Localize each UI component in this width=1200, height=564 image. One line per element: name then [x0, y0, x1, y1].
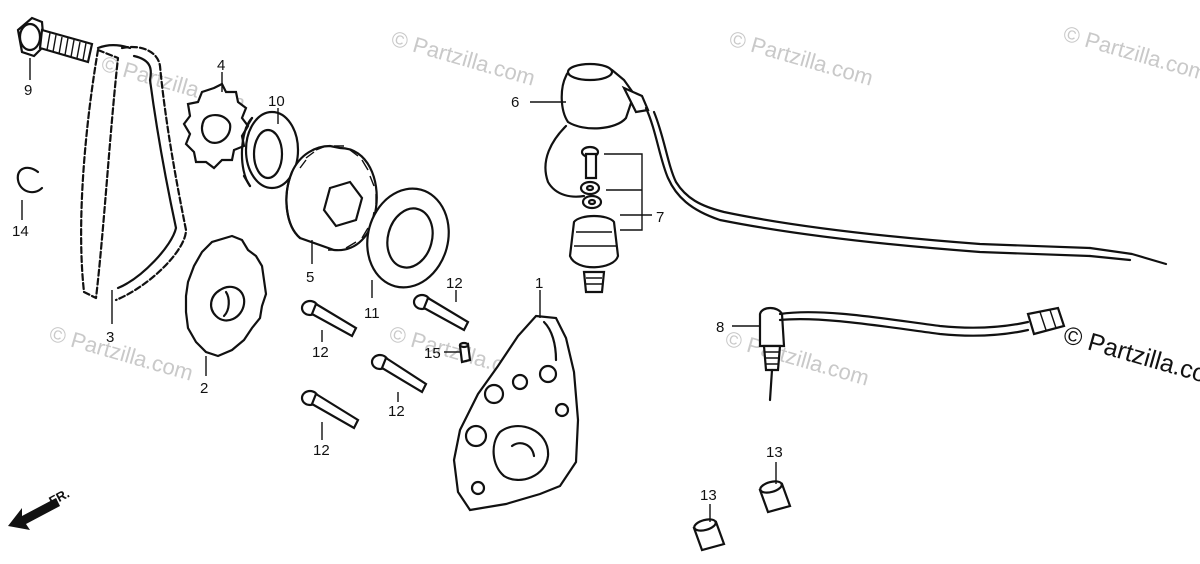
part-14-clip: [16, 166, 44, 194]
callout-9: 9: [24, 82, 32, 99]
callout-6: 6: [511, 94, 519, 111]
part-13-collar-b: [692, 518, 726, 552]
watermark-main: © Partzilla.com: [1060, 321, 1200, 394]
callout-10: 10: [268, 93, 285, 110]
watermark: © Partzilla.com: [47, 321, 196, 386]
part-15-dowel: [458, 341, 472, 364]
part-10-spacer: [240, 110, 300, 190]
watermark: © Partzilla.com: [723, 326, 872, 391]
callout-15: 15: [424, 345, 441, 362]
part-7-switch-assembly: [568, 145, 620, 294]
part-12-bolt-c: [370, 353, 428, 394]
leader-lines: [21, 58, 777, 522]
part-6-sensor-cap: [544, 62, 1168, 266]
callout-7: 7: [656, 209, 664, 226]
callout-11: 11: [364, 305, 380, 322]
callout-labels: 9 4 10 6 7 14 3 5 11 12 12 1 2 12 12 15 …: [12, 57, 783, 504]
part-12-bolt-b: [412, 293, 470, 332]
part-2-sprocket: [184, 234, 268, 358]
part-1-oil-pump: [452, 314, 580, 512]
watermark: © Partzilla.com: [389, 26, 538, 91]
callout-14: 14: [12, 223, 29, 240]
callout-5: 5: [306, 269, 314, 286]
callout-4: 4: [217, 57, 225, 74]
part-4-sprocket: [182, 82, 250, 170]
front-arrow-icon: [8, 498, 60, 530]
part-11-washer: [366, 187, 450, 289]
part-12-bolt-a: [300, 299, 358, 338]
callout-13-a: 13: [766, 444, 783, 461]
callout-3: 3: [106, 329, 114, 346]
part-12-bolt-d: [300, 389, 360, 430]
callout-1: 1: [535, 275, 543, 292]
part-8-neutral-switch: [758, 306, 1066, 402]
callout-12-a: 12: [446, 275, 463, 292]
part-5-gear: [285, 144, 378, 252]
watermark: © Partzilla.com: [727, 26, 876, 91]
callout-12-d: 12: [313, 442, 330, 459]
part-13-collar-a: [758, 480, 792, 514]
part-9-bolt: [16, 16, 94, 64]
watermark: © Partzilla.com: [1061, 21, 1200, 86]
callout-8: 8: [716, 319, 724, 336]
callout-2: 2: [200, 380, 208, 397]
callout-13-b: 13: [700, 487, 717, 504]
callout-12-c: 12: [388, 403, 405, 420]
callout-12-b: 12: [312, 344, 329, 361]
front-direction-indicator: FR.: [8, 486, 72, 530]
part-3-chain: [80, 43, 188, 302]
